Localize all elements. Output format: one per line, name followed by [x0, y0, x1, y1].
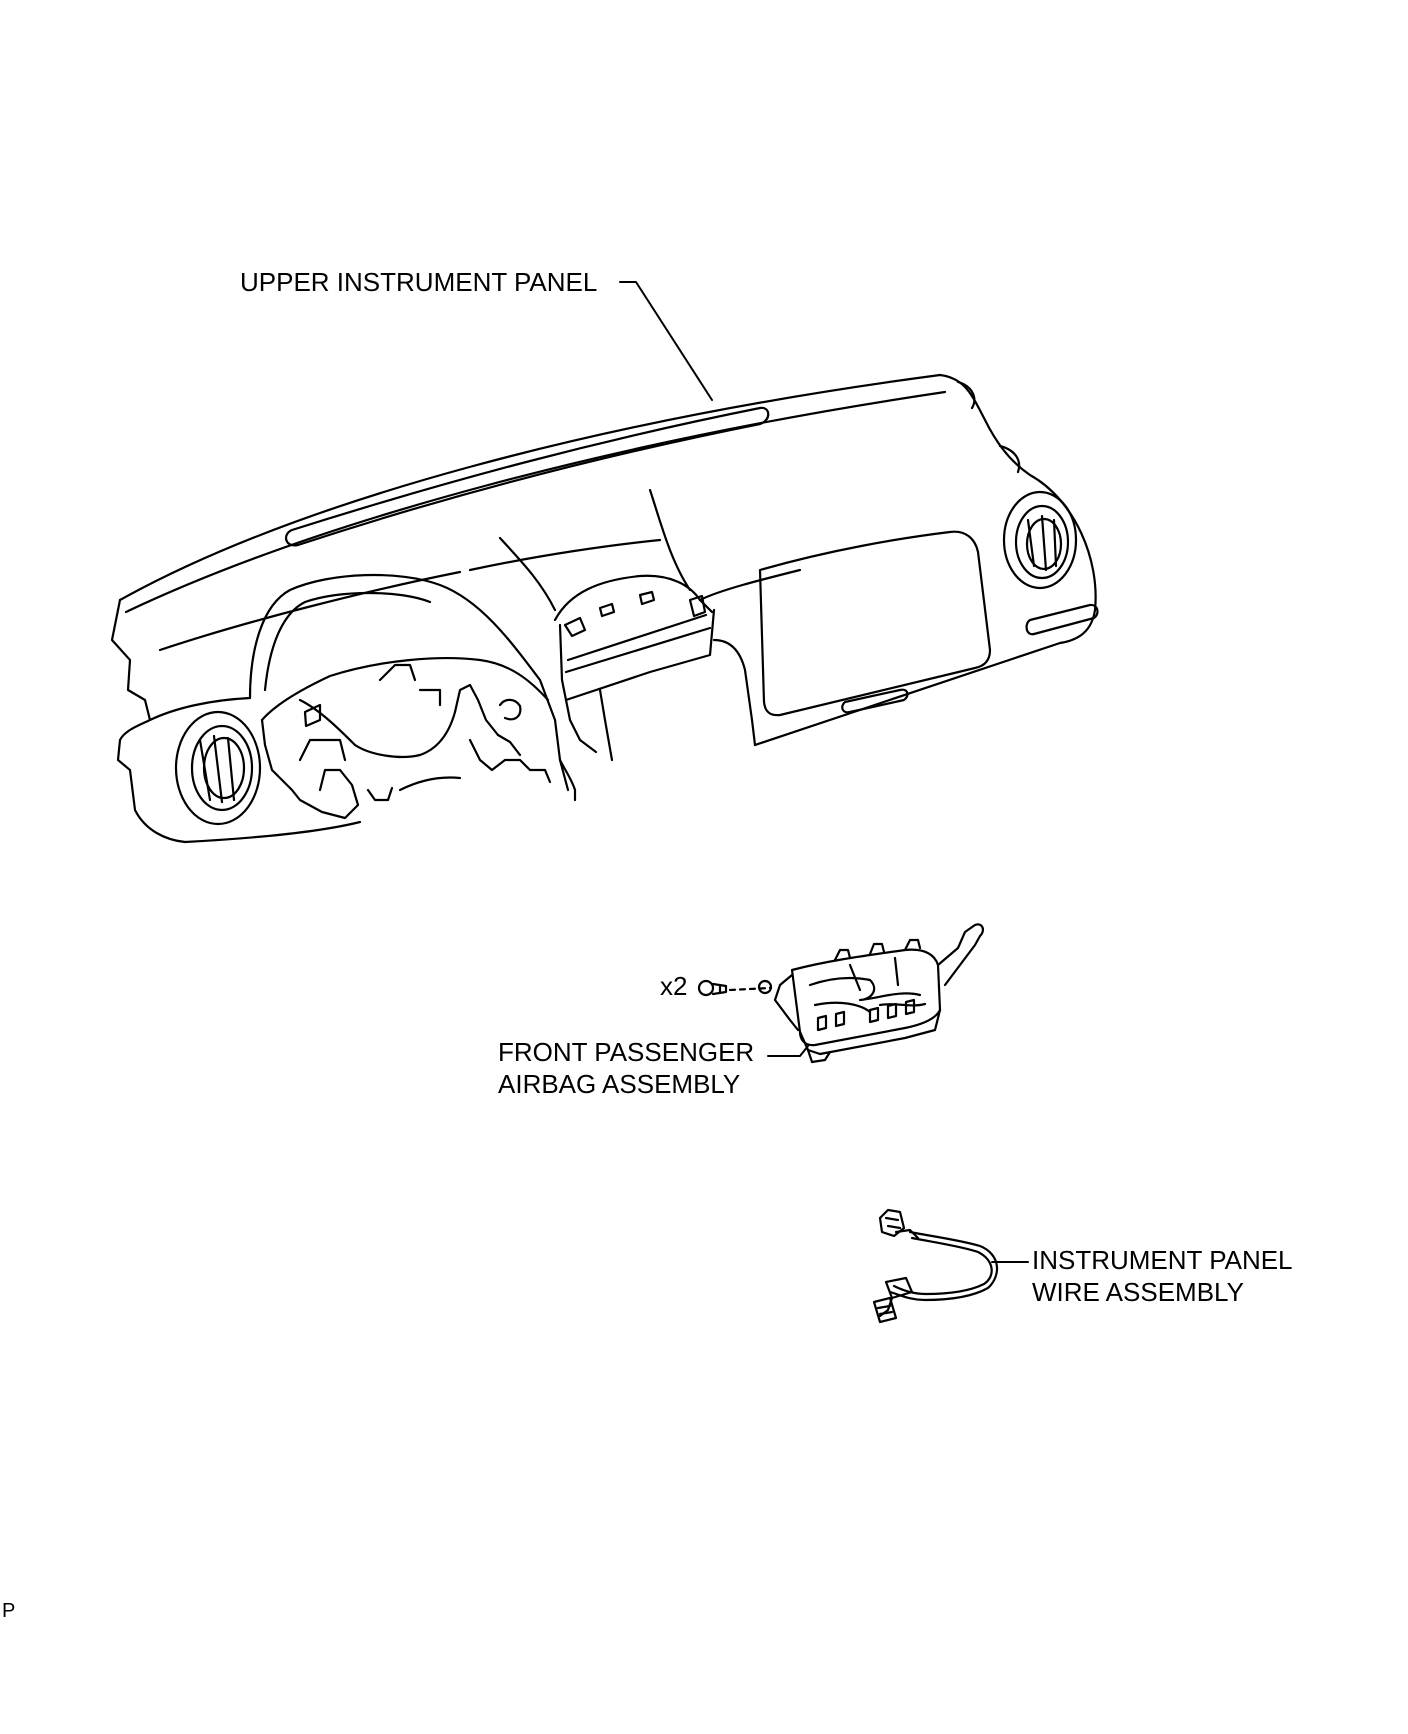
label-wire-line1: INSTRUMENT PANEL: [1032, 1245, 1293, 1275]
label-front-passenger-airbag: FRONT PASSENGER AIRBAG ASSEMBLY: [498, 1036, 754, 1100]
label-airbag-line2: AIRBAG ASSEMBLY: [498, 1069, 741, 1099]
label-upper-instrument-panel: UPPER INSTRUMENT PANEL: [240, 266, 597, 298]
label-airbag-line1: FRONT PASSENGER: [498, 1037, 755, 1067]
instrument-panel-wire-drawing: [872, 1208, 1029, 1324]
label-bolt-quantity-text: x2: [660, 971, 688, 1001]
label-instrument-panel-wire: INSTRUMENT PANEL WIRE ASSEMBLY: [1032, 1244, 1293, 1308]
front-passenger-airbag-drawing: [697, 923, 984, 1064]
label-upper-instrument-panel-text: UPPER INSTRUMENT PANEL: [240, 267, 598, 297]
corner-mark: P: [2, 1600, 16, 1622]
upper-instrument-panel-drawing: [110, 281, 1099, 844]
label-wire-line2: WIRE ASSEMBLY: [1032, 1277, 1244, 1307]
label-bolt-quantity: x2: [660, 970, 687, 1002]
